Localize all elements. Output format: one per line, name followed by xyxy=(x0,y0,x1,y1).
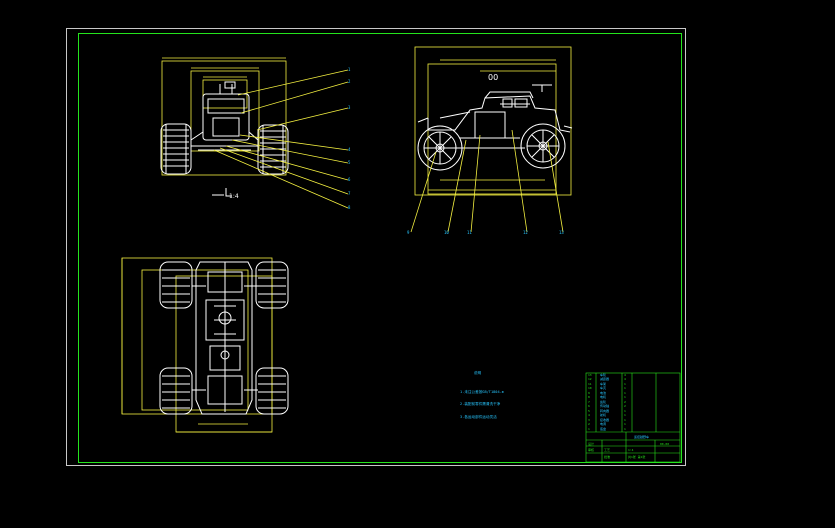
part-name: 转向器 xyxy=(600,408,610,413)
part-quantity: 1 xyxy=(624,426,626,431)
technical-note-line: 3.各运动部件运动灵活 xyxy=(460,414,497,419)
top-tires xyxy=(159,261,289,415)
front-left-tire xyxy=(160,123,192,175)
callout-number: 1 xyxy=(348,67,351,72)
part-name: 减震器 xyxy=(600,377,610,382)
part-name: 电调 xyxy=(600,422,607,427)
front-body xyxy=(190,81,259,151)
callout-number: 3 xyxy=(348,105,351,110)
part-quantity: 1 xyxy=(624,395,626,400)
side-view: 00 xyxy=(414,46,573,196)
part-name: 齿轮 xyxy=(600,399,607,404)
technical-note-line: 1.未注公差按GB/T1804-m xyxy=(460,389,504,394)
callout-number: 13 xyxy=(559,230,564,235)
sheet-count: 共1张 第1张 xyxy=(628,455,646,459)
side-rear-wheel xyxy=(520,123,566,169)
drawing-number: 00-00 xyxy=(660,442,670,446)
callout-number: 4 xyxy=(348,147,351,152)
part-name: 电机 xyxy=(600,395,607,400)
callout-number: 7 xyxy=(348,191,351,196)
top-view-dimensions xyxy=(121,257,273,433)
side-view-callouts: 9 10 11 12 13 xyxy=(407,230,564,235)
side-view-marker: 00 xyxy=(488,73,498,82)
callout-number: 5 xyxy=(348,160,351,165)
part-quantity: 1 xyxy=(624,386,626,391)
part-number: 7 xyxy=(588,399,590,404)
front-view-callouts: 1 2 3 4 5 6 7 8 xyxy=(348,67,351,210)
side-front-wheel xyxy=(417,125,463,171)
side-view-dimensions xyxy=(414,46,572,196)
process-label: 工艺 xyxy=(604,448,611,452)
technical-notes: 说明 1.未注公差按GB/T1804-m 2.装配前零件需清洗干净 3.各运动部… xyxy=(460,371,504,423)
callout-number: 9 xyxy=(407,230,410,235)
inner-drawing-border xyxy=(78,33,682,463)
part-quantity: 4 xyxy=(624,377,626,382)
front-view-label-mark xyxy=(212,188,232,197)
approve-label: 批准 xyxy=(604,455,611,459)
drawing-title: 遥控越野车 xyxy=(634,435,650,439)
part-quantity: 1 xyxy=(624,390,626,395)
technical-note-line: 2.装配前零件需清洗干净 xyxy=(460,402,501,407)
part-quantity: 1 xyxy=(624,381,626,386)
title-block xyxy=(585,372,681,463)
top-view xyxy=(121,257,289,433)
front-view-leaders xyxy=(213,69,349,209)
part-quantity: 1 xyxy=(624,422,626,427)
part-number: 13 xyxy=(588,373,592,377)
part-quantity: 2 xyxy=(624,399,626,404)
callout-number: 6 xyxy=(348,177,351,182)
part-number: 12 xyxy=(588,377,592,382)
front-view: 1:4 xyxy=(160,57,289,200)
part-name: 车轮 xyxy=(600,373,607,377)
part-number: 10 xyxy=(588,386,592,391)
part-quantity: 1 xyxy=(624,408,626,413)
callout-number: 2 xyxy=(348,79,351,84)
part-number: 4 xyxy=(588,413,590,418)
part-quantity: 4 xyxy=(624,373,626,377)
callout-number: 11 xyxy=(467,230,472,235)
drawing-scale: 1:4 xyxy=(628,448,634,452)
reviewer-label: 审核 xyxy=(588,448,595,452)
front-view-scale-label: 1:4 xyxy=(229,193,239,200)
part-quantity: 1 xyxy=(624,417,626,422)
side-body xyxy=(417,84,573,149)
front-view-dimensions xyxy=(161,57,287,176)
callout-number: 10 xyxy=(444,230,449,235)
outer-sheet-border xyxy=(66,28,686,466)
part-number: 6 xyxy=(588,404,590,409)
top-chassis xyxy=(192,261,258,415)
part-name: 电池 xyxy=(600,390,607,395)
part-name: 底盘 xyxy=(600,426,607,431)
side-view-leaders xyxy=(410,129,564,233)
part-name: 舵机 xyxy=(600,413,607,418)
part-name: 传动轴 xyxy=(600,404,610,409)
front-right-tire xyxy=(257,124,289,175)
part-number: 8 xyxy=(588,395,590,400)
part-name: 车壳 xyxy=(600,386,607,391)
callout-number: 12 xyxy=(523,230,528,235)
part-number: 11 xyxy=(588,381,592,386)
designer-label: 设计 xyxy=(588,442,595,446)
callout-number: 8 xyxy=(348,205,351,210)
part-number: 5 xyxy=(588,408,590,413)
technical-notes-title: 说明 xyxy=(474,371,482,375)
part-quantity: 1 xyxy=(624,413,626,418)
part-number: 1 xyxy=(588,426,590,431)
part-name: 车架 xyxy=(600,381,607,386)
part-number: 9 xyxy=(588,390,590,395)
part-number: 3 xyxy=(588,417,590,422)
part-number: 2 xyxy=(588,422,590,427)
part-quantity: 2 xyxy=(624,404,626,409)
part-name: 接收器 xyxy=(600,417,610,422)
